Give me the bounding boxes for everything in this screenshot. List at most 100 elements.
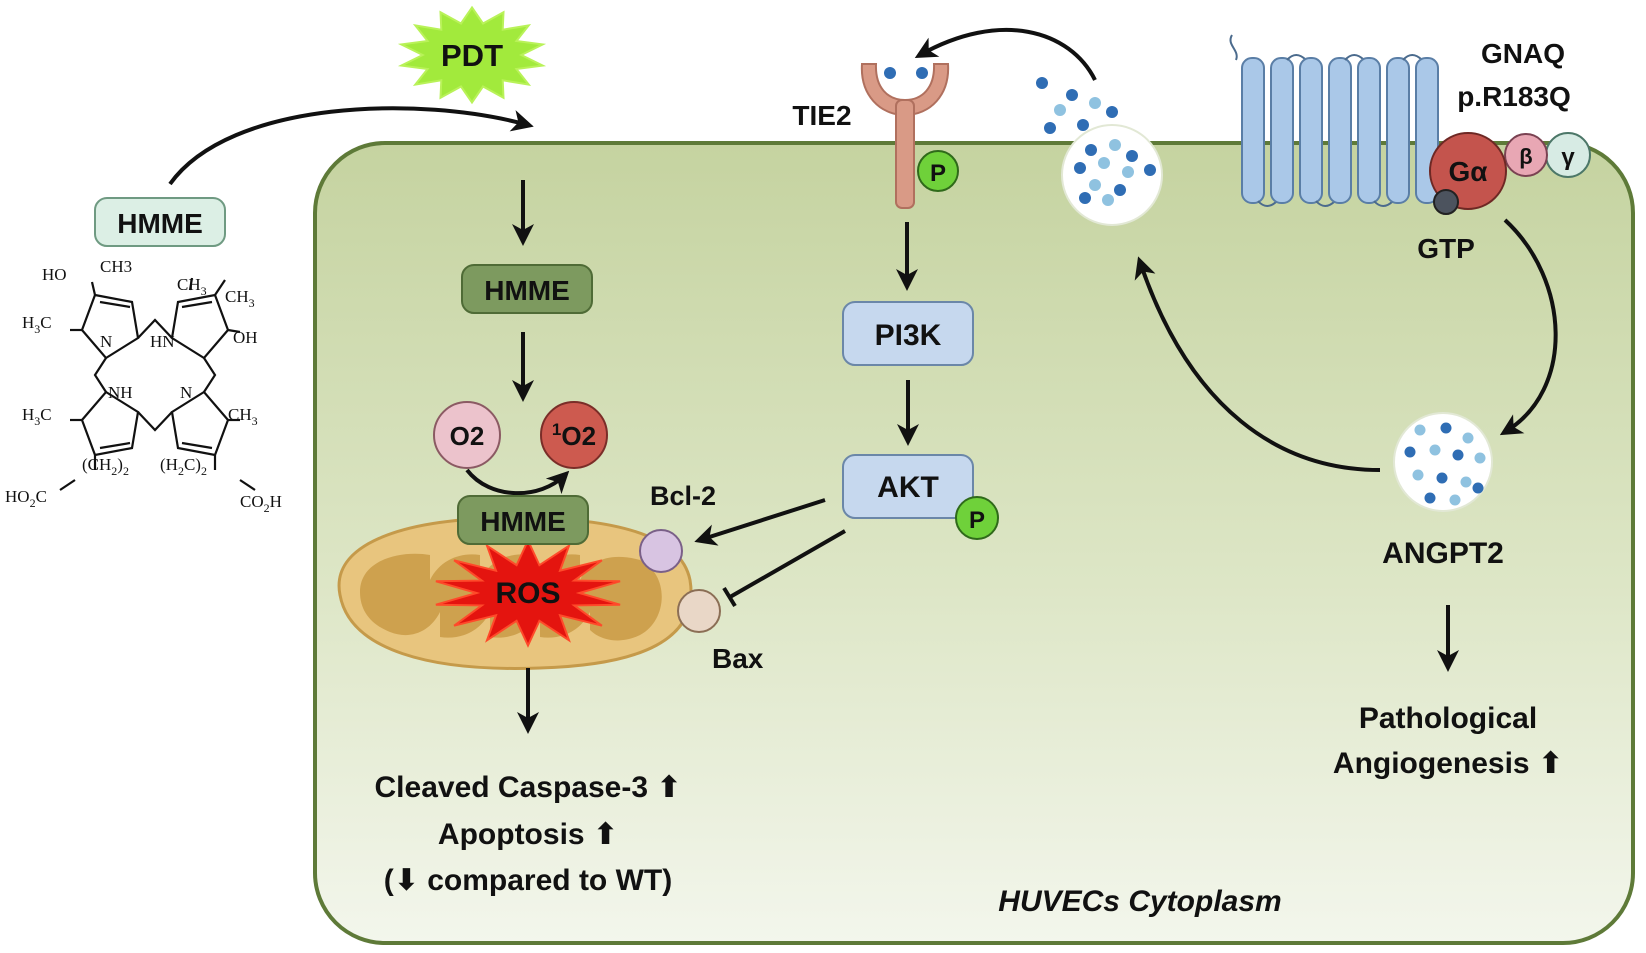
protein-dot — [1089, 179, 1101, 191]
protein-dot — [1102, 194, 1114, 206]
svg-text:Bcl-2: Bcl-2 — [650, 481, 716, 511]
svg-text:O2: O2 — [450, 421, 485, 451]
released-angpt2-dots — [1036, 77, 1118, 134]
svg-text:P: P — [930, 160, 946, 187]
svg-text:HMME: HMME — [484, 275, 570, 306]
svg-text:CO2H: CO2H — [240, 492, 282, 515]
hmme-inner-box: HMME — [461, 264, 593, 314]
protein-dot — [1404, 446, 1416, 458]
receptor-loop — [1286, 54, 1307, 61]
svg-text:H3C: H3C — [22, 313, 52, 336]
akt-box: AKT — [842, 454, 974, 519]
ros-burst — [435, 538, 621, 648]
protein-dot — [1449, 494, 1461, 506]
svg-text:(⬇ compared to WT): (⬇ compared to WT) — [384, 864, 672, 897]
inhibit-akt-to-bax — [729, 529, 846, 599]
svg-text:(CH2)2: (CH2)2 — [82, 455, 129, 478]
svg-text:AKT: AKT — [877, 471, 939, 504]
receptor-helix — [1241, 57, 1265, 204]
protein-dot — [1144, 164, 1156, 176]
protein-dot — [1054, 104, 1066, 116]
protein-dot — [1114, 184, 1126, 196]
receptor-loop — [1373, 200, 1394, 207]
ros-label: ROS — [495, 577, 560, 610]
receptor-helix — [1357, 57, 1381, 204]
protein-dot — [1414, 424, 1426, 436]
compartment-label: HUVECs Cytoplasm — [998, 885, 1281, 918]
svg-text:(H2C)2: (H2C)2 — [160, 455, 207, 478]
angpt2-label: ANGPT2 — [1382, 537, 1504, 570]
arrow-o2-to-singlet — [465, 468, 570, 496]
pdt-burst: PDT — [397, 5, 547, 105]
svg-text:Gα: Gα — [1449, 156, 1488, 187]
svg-text:Pathological: Pathological — [1359, 702, 1537, 735]
protein-dot — [1074, 162, 1086, 174]
svg-text:HN: HN — [150, 332, 175, 351]
hmme-structure — [59, 277, 256, 491]
svg-text:γ: γ — [1561, 144, 1575, 171]
protein-dot — [1079, 192, 1091, 204]
mitochondrion: ROS — [337, 516, 693, 670]
svg-text:N: N — [100, 332, 112, 351]
receptor-helix — [1386, 57, 1410, 204]
svg-text:OH: OH — [233, 328, 258, 347]
protein-dot — [1472, 482, 1484, 494]
svg-text:HO: HO — [42, 265, 67, 284]
protein-dot — [1036, 77, 1048, 89]
svg-text:1O2: 1O2 — [552, 420, 596, 451]
uptake-arrow — [168, 106, 534, 186]
protein-dot — [1424, 492, 1436, 504]
receptor-loop — [1344, 54, 1365, 61]
tie2-receptor: TIE2 — [792, 63, 950, 209]
gnaq-label-line2: p.R183Q — [1457, 81, 1571, 112]
protein-dot — [1109, 139, 1121, 151]
svg-text:P: P — [969, 507, 985, 534]
arrow-gnaq-to-angpt2 — [1499, 218, 1558, 436]
receptor-helix — [1328, 57, 1352, 204]
protein-dot — [1460, 476, 1472, 488]
gtp-molecule: GTP — [1417, 189, 1475, 264]
svg-text:β: β — [1519, 144, 1532, 169]
g-gamma-subunit: γ — [1545, 132, 1591, 178]
protein-dot — [1452, 449, 1464, 461]
svg-text:Cleaved Caspase-3 ⬆: Cleaved Caspase-3 ⬆ — [375, 771, 682, 804]
svg-text:HO2C: HO2C — [5, 487, 47, 510]
receptor-loop — [1257, 200, 1278, 207]
protein-dot — [1106, 106, 1118, 118]
gnaq-receptor — [1241, 54, 1439, 207]
svg-text:Bax: Bax — [712, 643, 764, 674]
protein-dot — [1044, 122, 1056, 134]
protein-dot — [1098, 157, 1110, 169]
angiogenesis-outcome: Pathological Angiogenesis ⬆ — [1333, 702, 1563, 780]
protein-dot — [1440, 422, 1452, 434]
svg-text:CH3: CH3 — [100, 257, 132, 276]
structure-labels: HO CH3 CH3 CH3 OH H3C N HN NH N H3C CH3 … — [5, 257, 282, 515]
angpt2-vesicle: ANGPT2 — [1382, 412, 1504, 570]
bcl2-protein: Bcl-2 — [639, 481, 716, 573]
arrow-angpt2-to-vesicle — [1134, 256, 1381, 472]
svg-text:GTP: GTP — [1417, 233, 1475, 264]
svg-text:CH3: CH3 — [228, 405, 258, 428]
svg-text:HMME: HMME — [117, 208, 203, 239]
akt-phospho: P — [955, 496, 999, 540]
protein-dot — [1462, 432, 1474, 444]
arrow-akt-to-bcl2 — [694, 498, 826, 546]
tie2-phospho: P — [917, 150, 959, 192]
receptor-loop — [1402, 54, 1423, 61]
svg-text:Angiogenesis ⬆: Angiogenesis ⬆ — [1333, 747, 1563, 780]
o2-molecule: O2 — [433, 401, 501, 469]
pi3k-box: PI3K — [842, 301, 974, 366]
protein-dot — [1436, 472, 1448, 484]
protein-dot — [1066, 89, 1078, 101]
inhibit-bar — [722, 586, 737, 608]
gnaq-label-line1: GNAQ — [1481, 38, 1565, 69]
svg-text:CH3: CH3 — [225, 287, 255, 310]
singlet-o2-molecule: 1O2 — [540, 401, 608, 469]
hmme-mito-box: HMME — [457, 495, 589, 545]
svg-text:TIE2: TIE2 — [792, 100, 851, 131]
svg-text:NH: NH — [108, 383, 133, 402]
protein-dot — [1085, 144, 1097, 156]
receptor-helix — [1270, 57, 1294, 204]
